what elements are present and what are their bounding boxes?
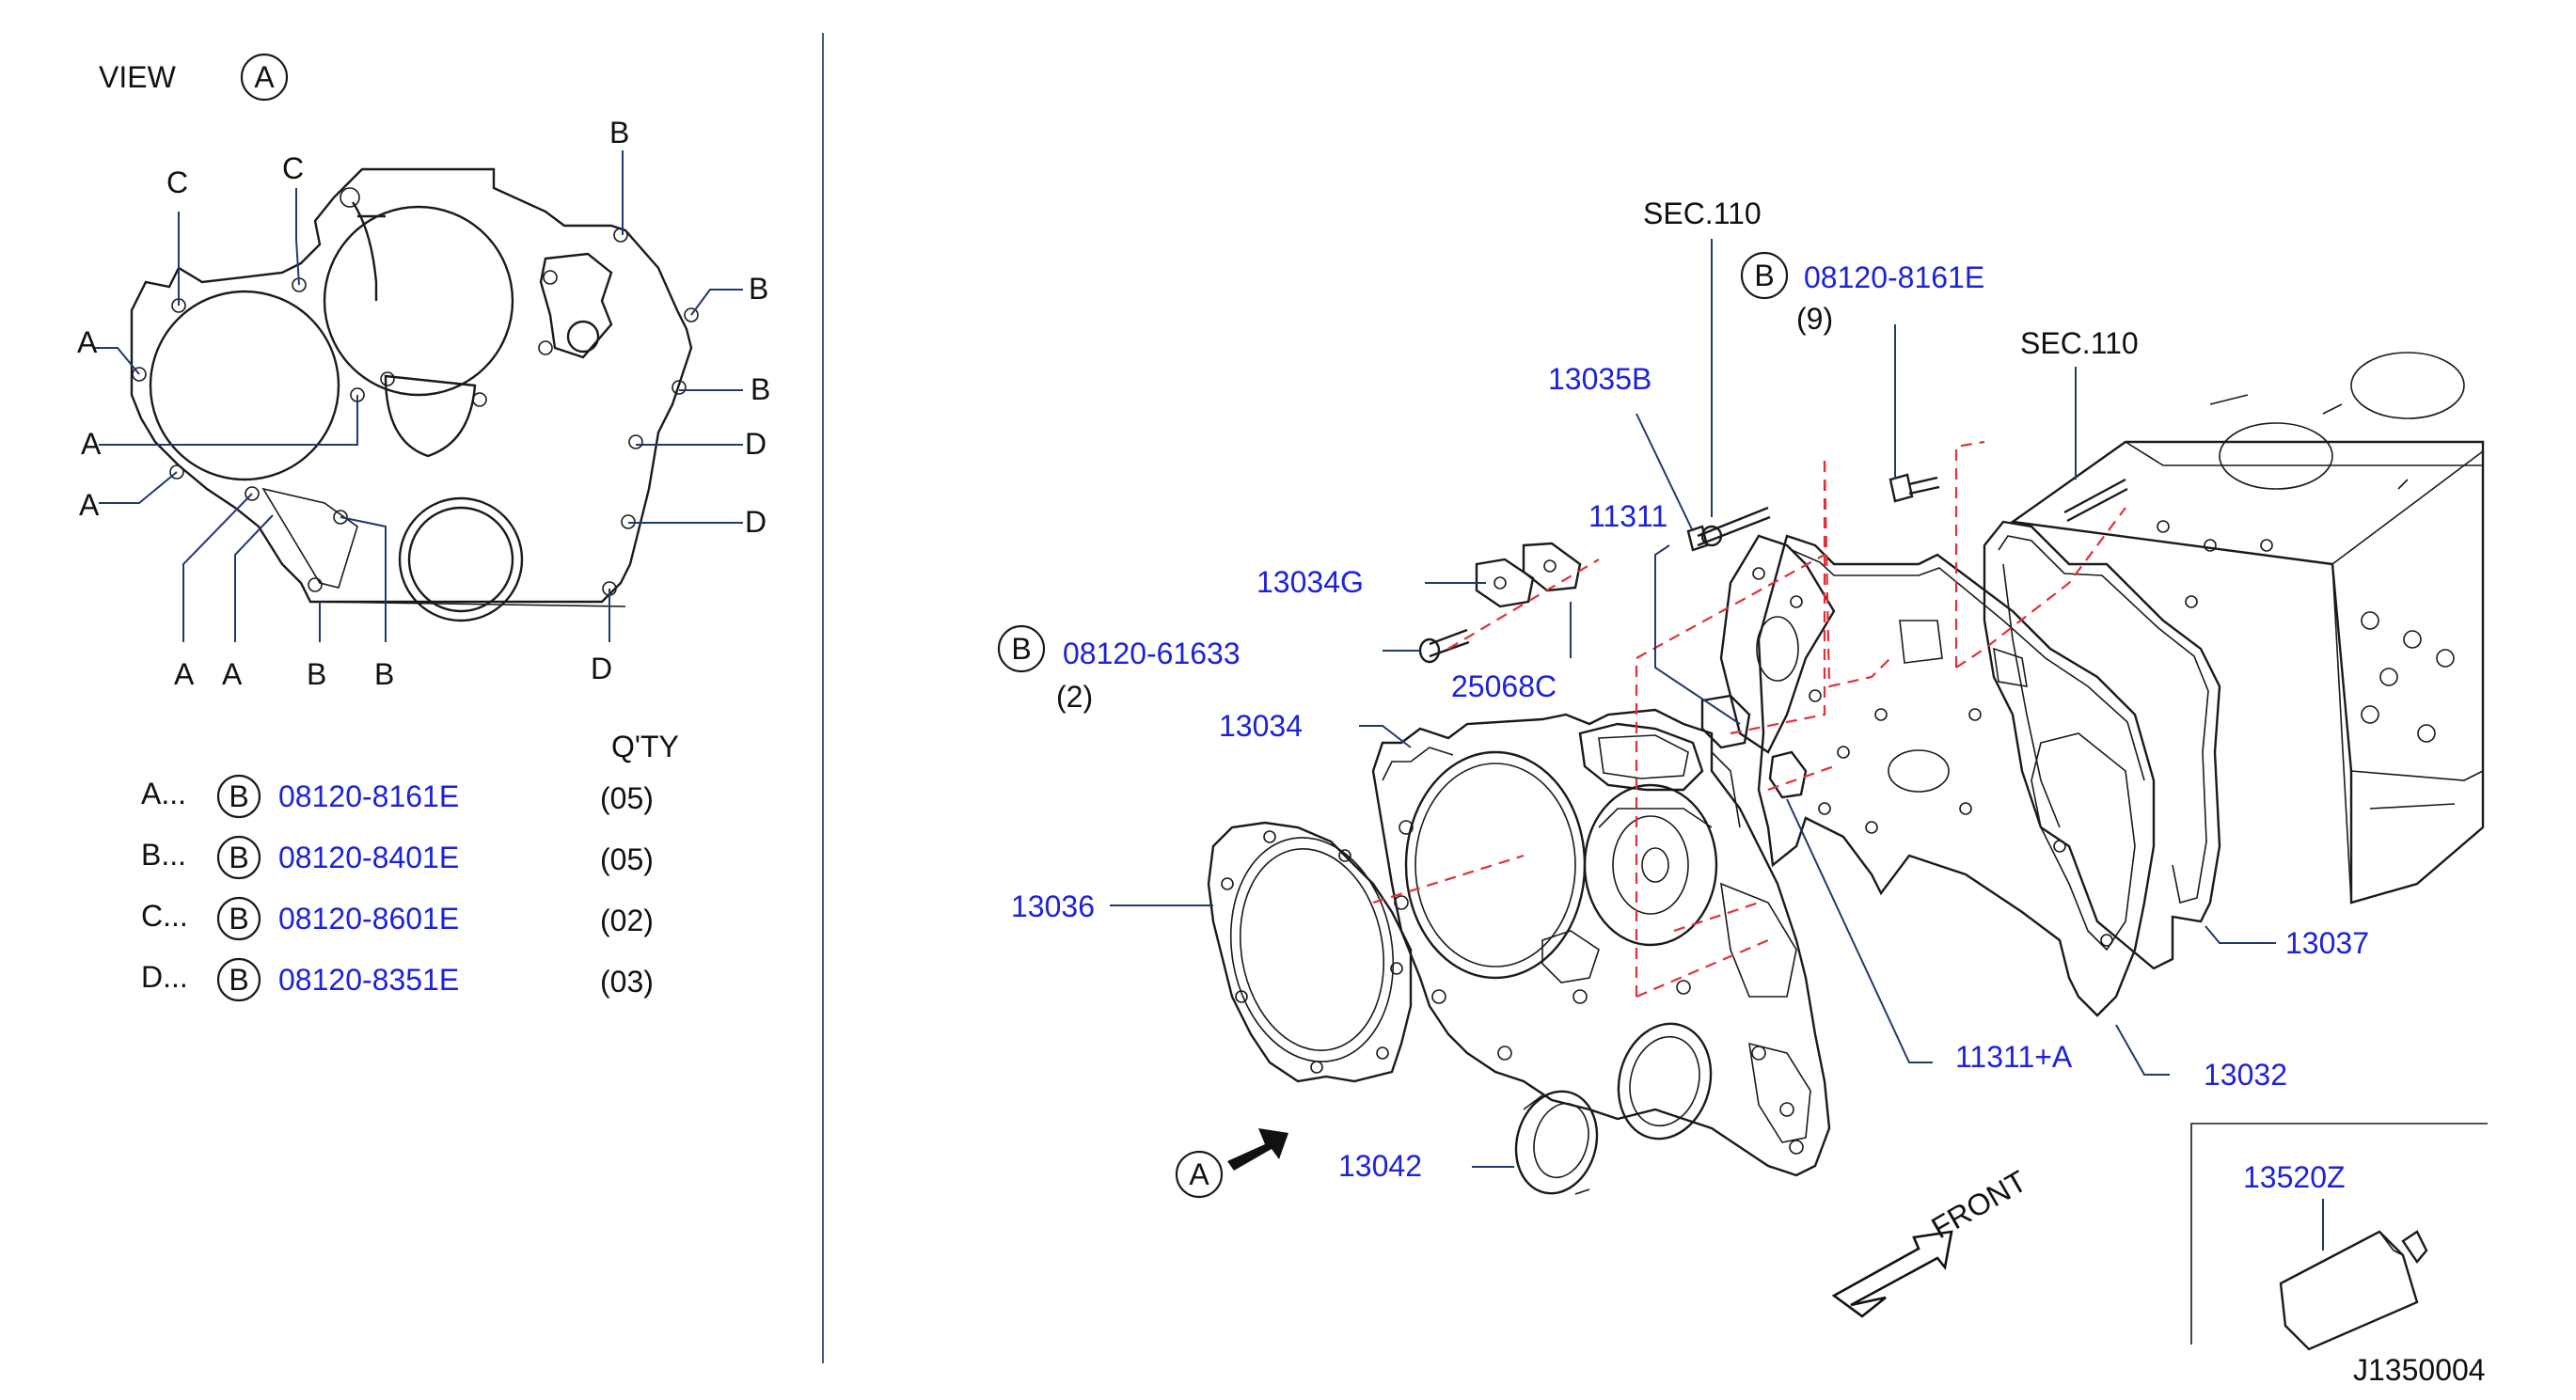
callout-a: A xyxy=(174,657,195,691)
sec-reference: SEC.110 xyxy=(2020,326,2139,360)
part-number-link[interactable]: 13037 xyxy=(2285,926,2369,960)
view-arrow-icon xyxy=(1227,1128,1288,1171)
qty-row: B... B 08120-8401E (05) xyxy=(141,835,654,880)
qty-row-key: C... xyxy=(141,899,188,933)
callout-a: A xyxy=(81,427,102,461)
view-arrow: A xyxy=(1175,1128,1288,1199)
view-a-panel: VIEW A xyxy=(77,53,770,1002)
bolt-badge-letter: B xyxy=(229,963,248,997)
diagram-code: J1350004 xyxy=(2353,1353,2486,1387)
callout-leaders xyxy=(1110,239,2324,1251)
callout-d: D xyxy=(591,652,612,685)
part-number-link[interactable]: 08120-8161E xyxy=(278,779,459,813)
part-number-link[interactable]: 13042 xyxy=(1338,1149,1422,1183)
phantom-alignment-lines xyxy=(1372,440,2126,999)
part-number-link[interactable]: 11311 xyxy=(1588,499,1667,533)
front-indicator: FRONT xyxy=(1831,1164,2032,1318)
part-number-link[interactable]: 08120-8161E xyxy=(1804,260,1984,294)
front-arrow-icon xyxy=(1831,1230,1953,1318)
qty-row-key: B... xyxy=(141,838,186,872)
crank-seal-boss-drawing xyxy=(1617,1022,1713,1140)
qty-value: (05) xyxy=(600,781,654,815)
bolt-badge-circle xyxy=(1740,251,1789,300)
callout-b: B xyxy=(374,657,394,691)
part-number-link[interactable]: 08120-8601E xyxy=(278,902,459,936)
bolt-badge-letter: B xyxy=(229,779,248,813)
callout-b: B xyxy=(749,272,768,306)
qty-row: A... B 08120-8161E (05) xyxy=(141,774,654,819)
part-number-link[interactable]: 13032 xyxy=(2204,1058,2287,1092)
qty-value: (03) xyxy=(600,965,654,999)
bolt-badge-circle xyxy=(216,774,261,819)
qty-row-key: D... xyxy=(141,960,188,994)
part-number-link[interactable]: 13520Z xyxy=(2243,1160,2346,1194)
view-title: VIEW xyxy=(99,60,177,94)
view-a-leaders xyxy=(94,150,743,642)
sec-reference: SEC.110 xyxy=(1643,197,1762,230)
view-arrow-letter: A xyxy=(1189,1157,1209,1191)
bolt-badge-letter: B xyxy=(1754,259,1774,292)
exploded-view-panel: A FRONT SEC.110 B 08120-8161E (9) SEC.11… xyxy=(997,197,2488,1387)
callout-a: A xyxy=(222,657,243,691)
small-parts-drawing xyxy=(1418,473,2128,799)
gasket-13036-drawing xyxy=(1207,821,1413,1083)
callout-d: D xyxy=(745,427,766,461)
view-a-callout-labels: A A A A A B B B B B C C D D D xyxy=(77,116,770,691)
qty-header: Q'TY xyxy=(611,730,679,763)
front-label: FRONT xyxy=(1926,1164,2032,1245)
qty-table: Q'TY A... B 08120-8161E (05) B... B 0812… xyxy=(141,730,679,1002)
callout-b: B xyxy=(609,116,629,149)
part-qty: (9) xyxy=(1796,302,1833,336)
callout-labels: SEC.110 B 08120-8161E (9) SEC.110 13035B… xyxy=(997,197,2369,1194)
bolt-badge-circle xyxy=(216,957,261,1002)
qty-row: D... B 08120-8351E (03) xyxy=(141,957,654,1002)
part-number-link[interactable]: 08120-61633 xyxy=(1063,637,1241,670)
view-arrow-circle xyxy=(1175,1150,1224,1199)
part-number-link[interactable]: 13034 xyxy=(1219,709,1303,743)
cylinder-block-drawing xyxy=(2009,352,2485,904)
bolt-badge-circle xyxy=(216,835,261,880)
callout-a: A xyxy=(77,325,98,359)
qty-value: (02) xyxy=(600,904,654,937)
callout-c: C xyxy=(166,165,188,199)
view-ref-letter: A xyxy=(254,60,275,94)
callout-b: B xyxy=(751,372,770,406)
part-number-link[interactable]: 13036 xyxy=(1011,889,1095,923)
gasket-plate-drawing xyxy=(1719,534,1836,754)
part-number-link[interactable]: 13035B xyxy=(1548,362,1651,396)
part-qty: (2) xyxy=(1056,680,1093,714)
bolt-badge-circle xyxy=(216,896,261,941)
part-number-link[interactable]: 08120-8401E xyxy=(278,841,459,874)
gasket-13037-drawing xyxy=(1983,520,2221,970)
part-number-link[interactable]: 08120-8351E xyxy=(278,963,459,997)
part-number-link[interactable]: 25068C xyxy=(1451,669,1557,703)
qty-value: (05) xyxy=(600,842,654,876)
oil-seal-13042-drawing xyxy=(1514,1090,1599,1195)
sealant-inset xyxy=(2190,1123,2488,1351)
bolt-badge-letter: B xyxy=(229,902,248,936)
part-number-link[interactable]: 13034G xyxy=(1256,565,1364,599)
callout-d: D xyxy=(745,505,766,539)
bolt-badge-circle xyxy=(997,624,1046,673)
callout-a: A xyxy=(79,488,100,522)
qty-row-key: A... xyxy=(141,777,186,810)
bolt-badge-letter: B xyxy=(1011,632,1031,666)
part-number-link[interactable]: 11311+A xyxy=(1955,1040,2073,1074)
qty-row: C... B 08120-8601E (02) xyxy=(141,896,654,941)
bolt-badge-letter: B xyxy=(229,841,248,874)
view-a-cover-drawing xyxy=(130,167,699,622)
callout-c: C xyxy=(282,151,304,185)
callout-b: B xyxy=(307,657,326,691)
view-ref-circle xyxy=(240,53,289,102)
